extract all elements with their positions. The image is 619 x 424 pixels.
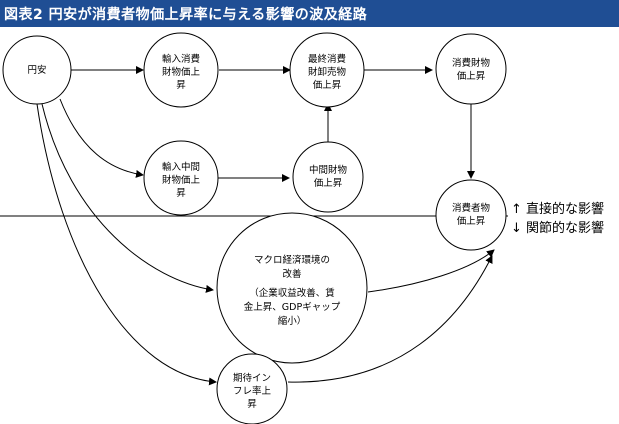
label-import-consumer-3: 昇	[176, 80, 186, 91]
label-intermediate-goods-1: 中間財物	[309, 164, 348, 176]
label-macro-4: 金上昇、GDPギャップ	[244, 301, 341, 313]
figure-title: 図表2 円安が消費者物価上昇率に与える影響の波及経路	[4, 7, 368, 23]
node-yen	[2, 35, 72, 105]
node-import-consumer	[143, 32, 219, 108]
node-cpi	[435, 179, 507, 251]
label-yen: 円安	[27, 64, 46, 76]
label-macro-2: 改善	[282, 268, 302, 280]
label-import-intermediate-3: 昇	[176, 188, 186, 199]
label-final-consumer-2: 財卸売物	[308, 66, 347, 78]
label-cpi-2: 価上昇	[457, 215, 486, 227]
label-inflation-exp-1: 期待イン	[233, 372, 271, 384]
node-macro	[216, 212, 368, 364]
label-consumer-goods-1: 消費財物	[452, 57, 491, 69]
label-import-consumer-2: 財物価上	[162, 66, 201, 78]
label-final-consumer-3: 価上昇	[313, 79, 342, 91]
label-inflation-exp-2: フレ率上	[233, 385, 272, 397]
edge-macro-to-cpi	[367, 249, 495, 293]
edge-yen-to-macro	[41, 103, 214, 293]
label-inflation-exp-3: 昇	[247, 399, 257, 410]
node-consumer-goods	[435, 33, 507, 105]
label-cpi-1: 消費者物	[452, 202, 491, 214]
direct-effect-label: ↑ 直接的な影響	[511, 201, 604, 217]
edge-inflation-exp-to-cpi	[287, 255, 493, 383]
indirect-effect-label: ↓ 関節的な影響	[511, 220, 604, 236]
label-intermediate-goods-2: 価上昇	[314, 177, 343, 189]
node-import-intermediate	[143, 140, 219, 216]
label-macro-1: マクロ経済環境の	[254, 254, 330, 266]
label-import-intermediate-2: 財物価上	[162, 174, 201, 186]
node-intermediate-goods	[292, 141, 364, 213]
node-final-consumer	[289, 32, 365, 108]
title-bar: 図表2 円安が消費者物価上昇率に与える影響の波及経路	[0, 0, 619, 27]
label-import-intermediate-1: 輸入中間	[162, 161, 200, 173]
label-consumer-goods-2: 価上昇	[457, 70, 486, 82]
label-import-consumer-1: 輸入消費	[162, 53, 200, 65]
edge-yen-to-import-intermediate	[59, 98, 144, 178]
node-inflation-exp	[216, 353, 288, 424]
edge-yen-to-inflation-exp	[36, 103, 217, 386]
label-macro-5: 縮小）	[278, 315, 307, 327]
label-final-consumer-1: 最終消費	[308, 53, 346, 65]
label-macro-3: （企業収益改善、賃	[249, 287, 335, 299]
